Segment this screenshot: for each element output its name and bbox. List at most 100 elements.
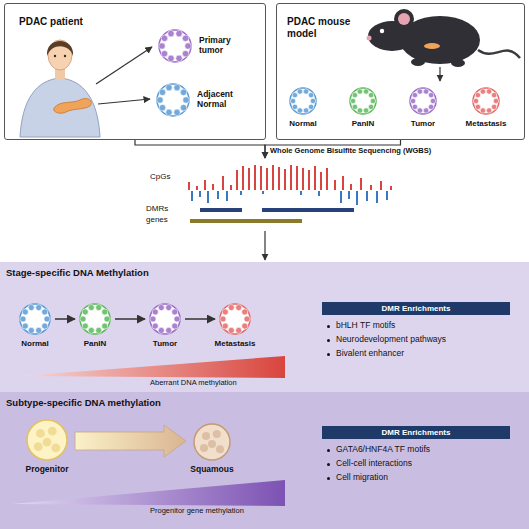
cpg-bars-methylated (188, 165, 392, 190)
cell-dot (36, 305, 42, 311)
node-label: Squamous (190, 465, 233, 475)
tissue-circle: Adjacent Normal (155, 82, 191, 118)
cell-shape (192, 422, 232, 462)
cell-dot (158, 327, 164, 333)
cell-dot (480, 89, 485, 94)
mouse-leg (451, 59, 465, 67)
tissue-circle: Tumor (148, 302, 182, 336)
mouse-head (368, 21, 416, 51)
tissue-circle: Normal (288, 86, 318, 116)
cell-dot (228, 327, 234, 333)
cell-dot (308, 104, 313, 109)
cell-dot (308, 92, 313, 97)
cell-outline (157, 84, 189, 116)
cell-shape (148, 302, 182, 336)
sample-arrow (98, 99, 150, 104)
tissue-circle: Primary tumor (157, 28, 193, 64)
cell-dot (161, 50, 167, 56)
cell-dot (172, 309, 178, 315)
cell-dot (96, 327, 102, 333)
node-label: Subtype-specific DNA methylation (6, 398, 161, 409)
sample-arrow (96, 47, 152, 84)
cell-dot (176, 55, 182, 61)
cell-dot (410, 98, 415, 103)
node-label: Metastasis (466, 119, 507, 128)
cell-dot (480, 108, 485, 113)
cell-dot (486, 89, 491, 94)
cell-dot (220, 316, 226, 322)
node-label: Tumor (153, 339, 177, 348)
cell-dot (202, 432, 210, 440)
dmr-item: DMR Enrichments (322, 302, 510, 315)
cell-dot (102, 309, 108, 315)
patient-neck (55, 66, 65, 79)
cell-shape (155, 82, 191, 118)
cell-dot (36, 429, 45, 438)
cell-dot (222, 323, 228, 329)
cell-dot (161, 35, 167, 41)
cell-dot (368, 92, 373, 97)
node-label: Normal (289, 119, 317, 128)
cell-dot (200, 444, 208, 452)
cell-dot (216, 445, 224, 453)
cell-circle: Squamous (192, 422, 232, 462)
subtype-panel: Subtype-specific DNA methylationProgenit… (0, 392, 529, 529)
tissue-circle: PanIN (78, 302, 112, 336)
cell-shape (218, 302, 252, 336)
patient-shirt (20, 78, 100, 137)
cell-dot (180, 89, 186, 95)
cell-dot (236, 327, 242, 333)
patient-panel: PDAC patientPrimary tumorAdjacent Normal (4, 3, 266, 140)
node-label: Adjacent Normal (197, 90, 253, 110)
connector-arrow (55, 318, 75, 320)
cell-dot (82, 323, 88, 329)
cell-dot (36, 327, 42, 333)
cell-dot (292, 92, 297, 97)
cell-dot (22, 323, 28, 329)
cell-shape (408, 86, 438, 116)
cell-outline (27, 420, 67, 460)
cell-outline (80, 304, 110, 334)
cell-dot (152, 309, 158, 315)
cell-shape (157, 28, 193, 64)
mouse-ear (394, 9, 414, 29)
cell-outline (473, 88, 499, 114)
cell-dot (236, 305, 242, 311)
patient-eye (54, 55, 56, 57)
cell-dot (486, 108, 491, 113)
cell-outline (194, 424, 230, 460)
cell-dot (180, 104, 186, 110)
cell-dot (292, 104, 297, 109)
edge-label: Whole Genome Bisulfite Sequencing (WGBS) (270, 147, 431, 156)
node-label: PDAC mouse model (287, 16, 353, 39)
cell-dot (368, 104, 373, 109)
dmr-item: Cell migration (336, 473, 388, 483)
bullet-dot (327, 449, 330, 452)
cell-dot (363, 108, 368, 113)
node-label: Stage-specific DNA Methylation (6, 268, 149, 279)
sample-arrow (439, 67, 440, 81)
cell-dot (473, 98, 478, 103)
cell-dot (430, 98, 435, 103)
cell-dot (104, 316, 110, 322)
cell-dot (185, 43, 191, 49)
node-label: Metastasis (215, 339, 256, 348)
mouse-tail (478, 50, 520, 58)
cell-dot (42, 309, 48, 315)
cell-dot (183, 97, 189, 103)
connector-arrow (185, 318, 215, 320)
cell-dot (168, 55, 174, 61)
cell-dot (82, 309, 88, 315)
cell-dot (152, 323, 158, 329)
cell-dot (242, 323, 248, 329)
cell-dot (290, 98, 295, 103)
mouse-ear-inner (398, 13, 410, 25)
bullet-dot (327, 339, 330, 342)
pancreas-icon (54, 99, 92, 114)
tissue-circle: Metastasis (218, 302, 252, 336)
cell-shape (288, 86, 318, 116)
node-label: DMRs (146, 204, 168, 213)
patient-eye (64, 55, 66, 57)
cell-shape (348, 86, 378, 116)
cell-dot (20, 316, 26, 322)
